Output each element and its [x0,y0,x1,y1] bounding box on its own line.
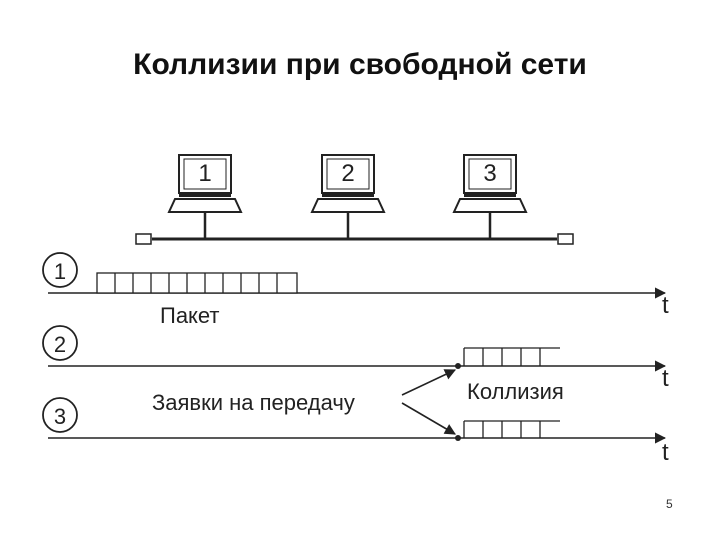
computer-icon [167,154,243,213]
timeline-3: 3 t [42,397,669,466]
collision-label: Коллизия [467,379,564,404]
computer-3: 3 [452,154,528,213]
time-axis-label: t [662,439,669,466]
time-axis-label: t [662,292,669,319]
request-arrow-up [401,369,457,396]
packet-label: Пакет [160,303,220,328]
slide-number: 5 [666,497,673,511]
collision-packet-block [463,347,560,366]
computer-number: 1 [198,160,211,187]
terminator-right-icon [557,233,574,245]
computer-number: 3 [483,160,496,187]
timeline-number: 1 [54,259,66,284]
timeline-number: 3 [54,404,66,429]
timeline-2: 2 t [42,325,669,392]
computer-1: 1 [167,154,243,213]
timeline-1: 1 t Пакет [42,252,669,328]
request-arrow-down [401,402,456,435]
request-point [455,363,461,369]
computer-2: 2 [310,154,386,213]
timeline-number-circle [42,252,78,288]
timeline-number-circle [42,325,78,361]
timeline-number: 2 [54,332,66,357]
time-axis-label: t [662,365,669,392]
requests-label: Заявки на передачу [152,390,355,415]
computer-icon [452,154,528,213]
terminator-left-icon [135,233,152,245]
packet-block [96,272,298,294]
timeline-number-circle [42,397,78,433]
network-bus [135,212,574,245]
slide-title: Коллизии при свободной сети [133,48,587,81]
request-point [455,435,461,441]
computer-number: 2 [341,160,354,187]
computer-icon [310,154,386,213]
collision-packet-block [463,420,560,438]
